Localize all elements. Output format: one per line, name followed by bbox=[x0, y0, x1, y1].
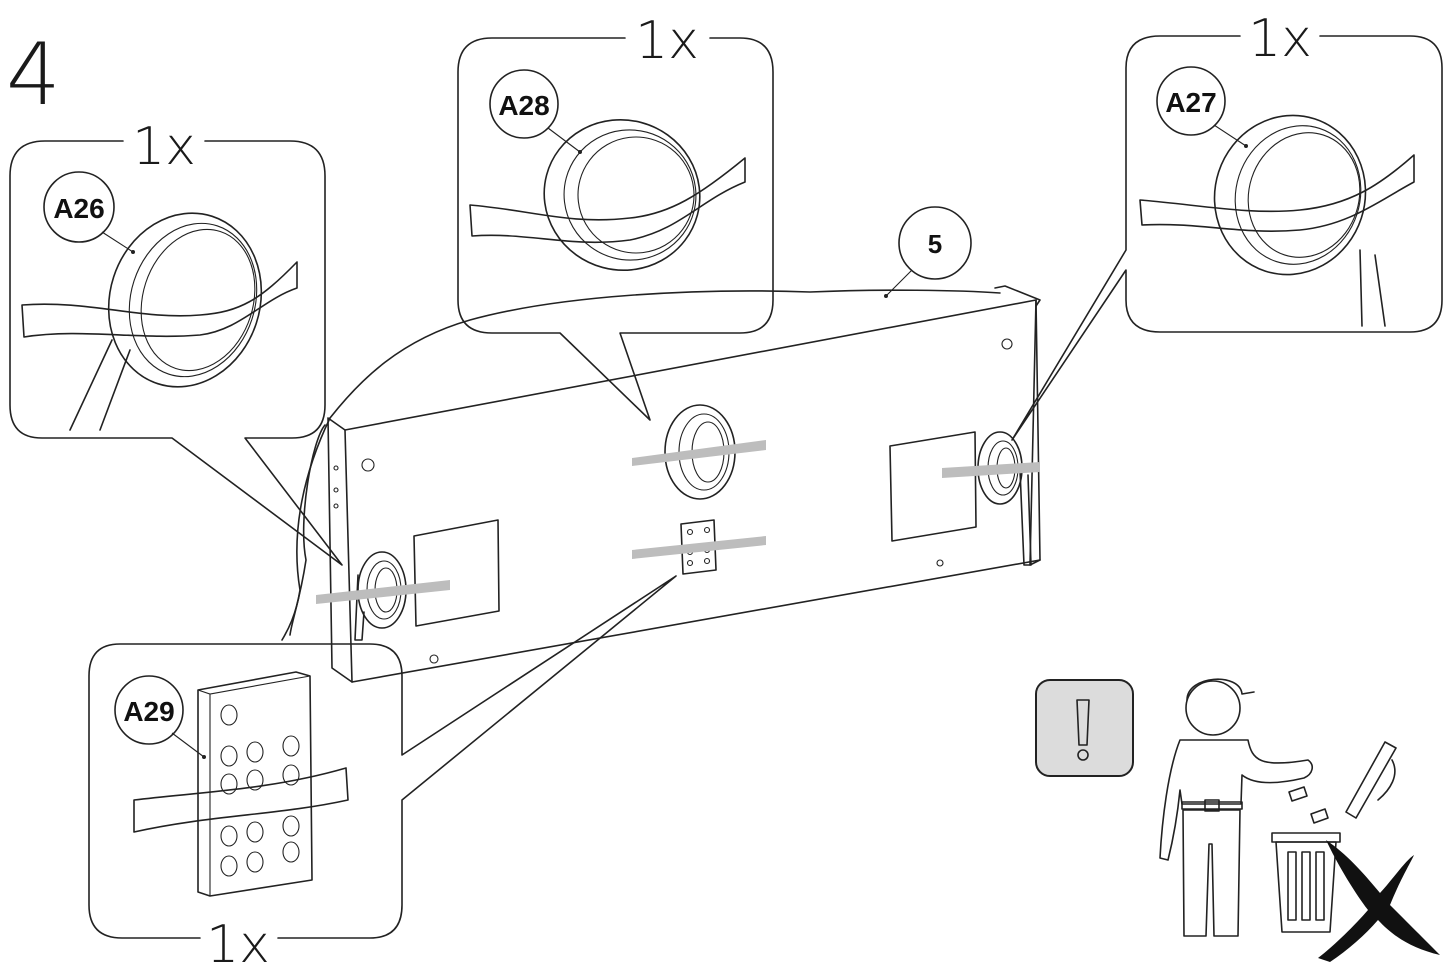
callout-a26-id: A26 bbox=[53, 193, 104, 224]
callout-a27: 1x A27 bbox=[1011, 9, 1443, 441]
tape-roll-on-panel-middle bbox=[632, 404, 766, 500]
callout-a29-quantity: 1x bbox=[206, 915, 270, 964]
cross-mark-icon bbox=[1318, 840, 1440, 962]
panel-part-5 bbox=[281, 285, 1041, 683]
person-discarding-waste-icon bbox=[1159, 678, 1397, 937]
callout-a28: 1x A28 bbox=[457, 11, 774, 421]
tape-roll-icon bbox=[469, 118, 746, 272]
callout-a26-quantity: 1x bbox=[132, 117, 196, 177]
callout-a26: 1x A26 bbox=[9, 117, 343, 566]
part-number-badge: 5 bbox=[884, 206, 972, 298]
callout-a27-quantity: 1x bbox=[1248, 9, 1312, 69]
felt-pad-on-panel bbox=[632, 519, 766, 575]
tape-roll-on-panel-right bbox=[942, 431, 1040, 566]
callout-a27-id: A27 bbox=[1165, 87, 1216, 118]
tape-roll-icon bbox=[21, 212, 298, 431]
callout-a29: 1x A29 bbox=[88, 575, 677, 964]
callout-a28-quantity: 1x bbox=[635, 11, 699, 71]
step-number: 4 bbox=[6, 25, 61, 125]
felt-pad-sheet-icon bbox=[133, 671, 349, 897]
tape-roll-on-panel-left bbox=[316, 551, 450, 641]
warning-notice bbox=[1035, 679, 1134, 777]
callout-a29-id: A29 bbox=[123, 696, 174, 727]
part-number-label: 5 bbox=[928, 229, 942, 259]
exclamation-icon bbox=[1035, 679, 1134, 777]
tape-roll-icon bbox=[1139, 114, 1415, 327]
callout-a28-id: A28 bbox=[498, 90, 549, 121]
